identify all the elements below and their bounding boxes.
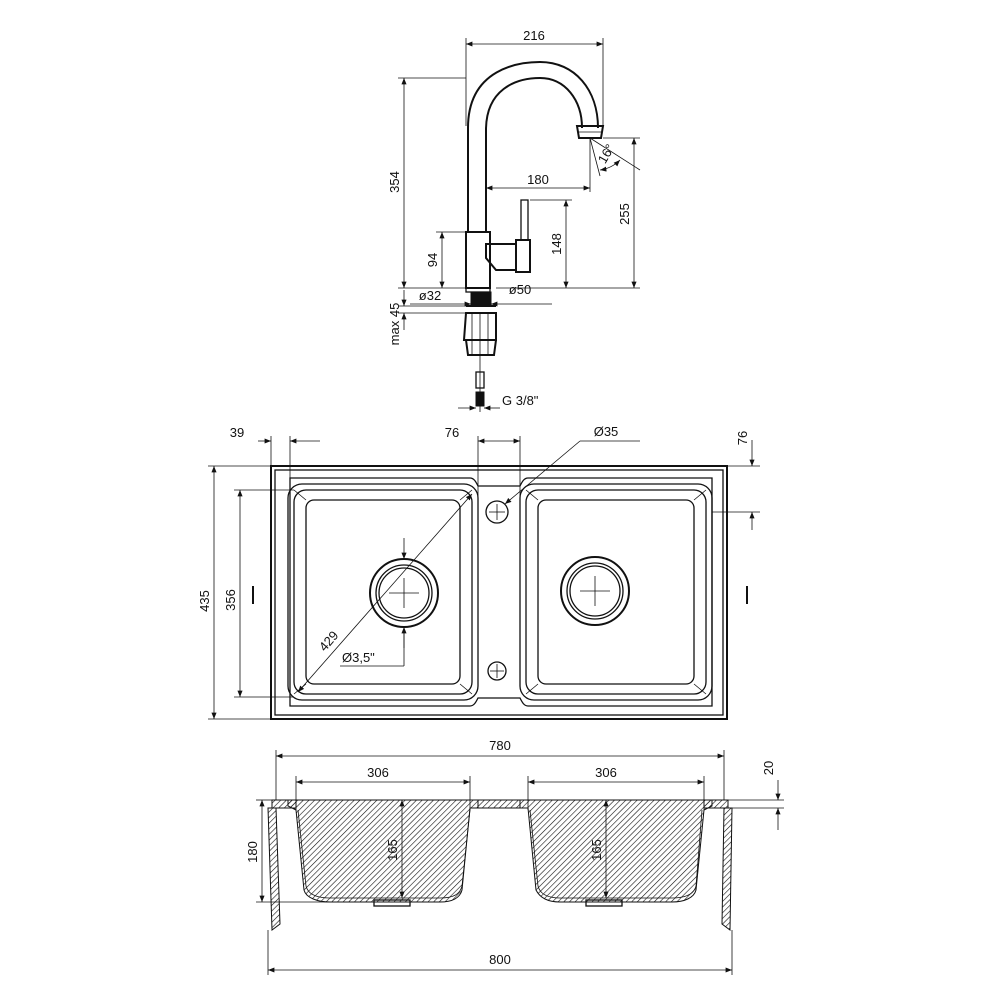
left-bowl-inner <box>293 489 473 695</box>
plan-dim-rim-right: 76 <box>735 431 750 445</box>
sink-section-view: 780 306 306 20 180 165 165 800 <box>245 738 784 975</box>
faucet-dim-height: 354 <box>387 171 402 193</box>
section-dim-side-height: 180 <box>245 841 260 863</box>
plan-dim-drain: Ø3,5" <box>342 650 375 665</box>
section-left-bowl <box>287 799 479 903</box>
tap-hole <box>485 500 509 524</box>
faucet-lever <box>485 243 517 271</box>
faucet-nut <box>462 312 497 356</box>
faucet-dim-body-height: 94 <box>425 253 440 267</box>
faucet-dim-base-dia-right: ø50 <box>509 282 531 297</box>
faucet-dim-lever-height: 148 <box>549 233 564 255</box>
section-left-skirt <box>267 807 281 931</box>
faucet-dim-base-dia-left: ø32 <box>419 288 441 303</box>
faucet-spout-tip <box>575 125 605 139</box>
plan-dim-total-depth: 435 <box>197 590 212 612</box>
faucet-dim-width: 216 <box>523 28 545 43</box>
section-dim-bowl-right: 306 <box>595 765 617 780</box>
section-dim-depth-left: 165 <box>385 839 400 861</box>
sink-plan-view: 39 76 Ø35 76 435 356 429 <box>197 424 760 720</box>
right-drain <box>560 556 630 626</box>
left-bowl-outer <box>287 483 479 701</box>
plan-dim-tap-hole: Ø35 <box>594 424 619 439</box>
section-dim-rim-thickness: 20 <box>761 761 776 775</box>
section-dim-bowl-left: 306 <box>367 765 389 780</box>
plan-dim-rim-left: 39 <box>230 425 244 440</box>
right-bowl-inner <box>525 489 707 695</box>
faucet-thread <box>470 291 492 307</box>
plan-dim-diagonal: 429 <box>316 628 342 654</box>
plan-dim-center-gap: 76 <box>445 425 459 440</box>
overflow-hole <box>487 661 507 681</box>
section-dim-depth-right: 165 <box>589 839 604 861</box>
section-dim-inner-width: 780 <box>489 738 511 753</box>
left-drain <box>369 558 439 628</box>
right-bowl-outer <box>519 483 713 701</box>
plan-dim-bowl-depth: 356 <box>223 589 238 611</box>
sink-outer-rim <box>270 465 728 720</box>
section-dim-overall-width: 800 <box>489 952 511 967</box>
faucet-view: 216 354 180 16° 255 148 94 ø32 ø50 <box>387 28 641 412</box>
section-right-skirt <box>721 807 733 931</box>
faucet-dim-spout-height: 255 <box>617 203 632 225</box>
faucet-dim-connector: G 3/8" <box>502 393 539 408</box>
faucet-dim-spout-reach: 180 <box>527 172 549 187</box>
faucet-dim-angle: 16° <box>595 141 618 166</box>
faucet-spout <box>467 60 599 232</box>
faucet-dim-max-thickness: max 45 <box>387 303 402 346</box>
section-bridge <box>477 799 521 809</box>
section-right-bowl <box>519 799 713 903</box>
